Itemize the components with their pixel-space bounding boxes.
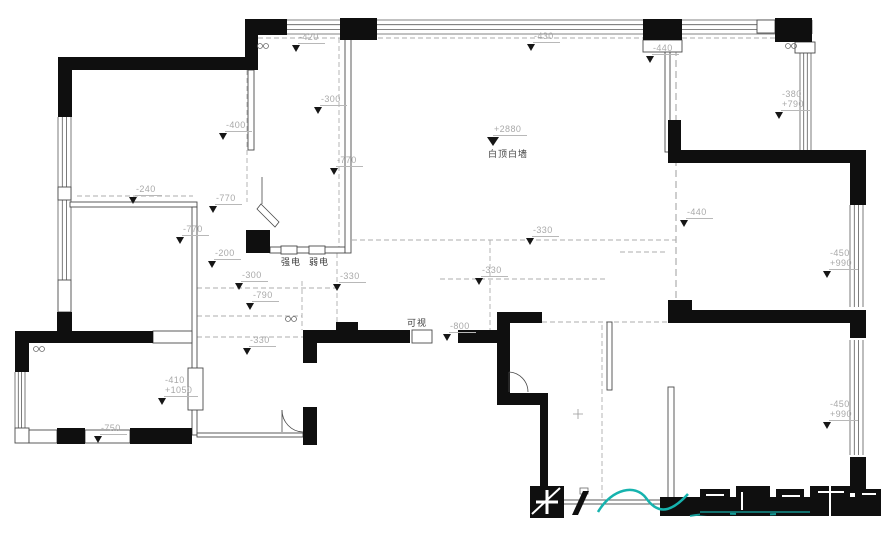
elevation-value: -300	[241, 270, 268, 282]
elevation-arrow-icon	[646, 56, 654, 63]
fixture-symbols	[33, 43, 797, 495]
elevation-value: -770	[336, 155, 363, 167]
elevation-value: -380+790	[781, 89, 810, 111]
elevation-marker: -750	[94, 423, 127, 443]
elevation-marker: -440	[646, 43, 679, 63]
elevation-value: -450+990	[829, 248, 858, 270]
elevation-marker: -430	[527, 31, 560, 51]
elevation-value: -420	[298, 32, 325, 44]
elevation-value: -790	[252, 290, 279, 302]
elevation-marker: -790	[246, 290, 279, 310]
elevation-arrow-icon	[94, 436, 102, 443]
elevation-arrow-icon	[208, 261, 216, 268]
elevation-arrow-icon	[443, 334, 451, 341]
elevation-marker: -770	[176, 224, 209, 244]
elevation-value: -770	[182, 224, 209, 236]
elevation-value: +2880	[493, 124, 528, 136]
elevation-arrow-icon	[292, 45, 300, 52]
elevation-value: -400	[225, 120, 252, 132]
elevation-marker: -200	[208, 248, 241, 268]
elevation-arrow-icon	[235, 283, 243, 290]
elevation-value: -430	[533, 31, 560, 43]
elevation-marker: -450+990	[823, 248, 858, 278]
elevation-arrow-icon	[527, 44, 535, 51]
elevation-arrow-icon	[330, 168, 338, 175]
elevation-value: -440	[686, 207, 713, 219]
weak-electric-label: 弱电	[309, 257, 330, 267]
elevation-value: -800	[449, 321, 476, 333]
elevation-marker: -800	[443, 321, 476, 341]
elevation-arrow-icon	[246, 303, 254, 310]
elevation-arrow-icon	[314, 107, 322, 114]
elevation-value: -330	[339, 271, 366, 283]
elevation-arrow-icon	[129, 197, 137, 204]
video-intercom-label: 可视	[407, 318, 428, 328]
elevation-arrow-icon	[487, 137, 499, 146]
elevation-marker: -330	[243, 335, 276, 355]
elevation-arrow-icon	[475, 278, 483, 285]
elevation-arrow-icon	[775, 112, 783, 119]
elevation-marker: -770	[330, 155, 363, 175]
elevation-marker: -330	[526, 225, 559, 245]
elevation-value: -330	[481, 265, 508, 277]
elevation-marker: -300	[235, 270, 268, 290]
elevation-arrow-icon	[526, 238, 534, 245]
elevation-value: -200	[214, 248, 241, 260]
elevation-arrow-icon	[219, 133, 227, 140]
elevation-marker: -450+990	[823, 399, 858, 429]
elevation-marker: -410+1050	[158, 375, 199, 405]
elevation-arrow-icon	[158, 398, 166, 405]
elevation-marker: -400	[219, 120, 252, 140]
elevation-value: -330	[249, 335, 276, 347]
elevation-arrow-icon	[176, 237, 184, 244]
watermark-logo	[530, 486, 881, 518]
elevation-marker: -300	[314, 94, 347, 114]
elevation-marker: -770	[209, 193, 242, 213]
door-swings	[256, 177, 529, 433]
elevation-arrow-icon	[823, 271, 831, 278]
elevation-arrow-icon	[243, 348, 251, 355]
elevation-marker: +2880 白顶白墙	[487, 124, 528, 159]
elevation-value: -750	[100, 423, 127, 435]
elevation-arrow-icon	[680, 220, 688, 227]
elevation-marker: -420	[292, 32, 325, 52]
elevation-arrow-icon	[209, 206, 217, 213]
elevation-value: -300	[320, 94, 347, 106]
elevation-marker: -380+790	[775, 89, 810, 119]
elevation-marker: -330	[333, 271, 366, 291]
elevation-value: -450+990	[829, 399, 858, 421]
ceiling-finish-note: 白顶白墙	[488, 149, 529, 159]
elevation-arrow-icon	[333, 284, 341, 291]
elevation-value: -440	[652, 43, 679, 55]
elevation-value: -330	[532, 225, 559, 237]
elevation-marker: -330	[475, 265, 508, 285]
elevation-arrow-icon	[823, 422, 831, 429]
elevation-value: -770	[215, 193, 242, 205]
black-walls	[15, 18, 866, 516]
elevation-marker: -440	[680, 207, 713, 227]
strong-electric-label: 强电	[281, 257, 302, 267]
elevation-marker: -240	[129, 184, 162, 204]
elevation-value: -240	[135, 184, 162, 196]
elevation-value: -410+1050	[164, 375, 199, 397]
